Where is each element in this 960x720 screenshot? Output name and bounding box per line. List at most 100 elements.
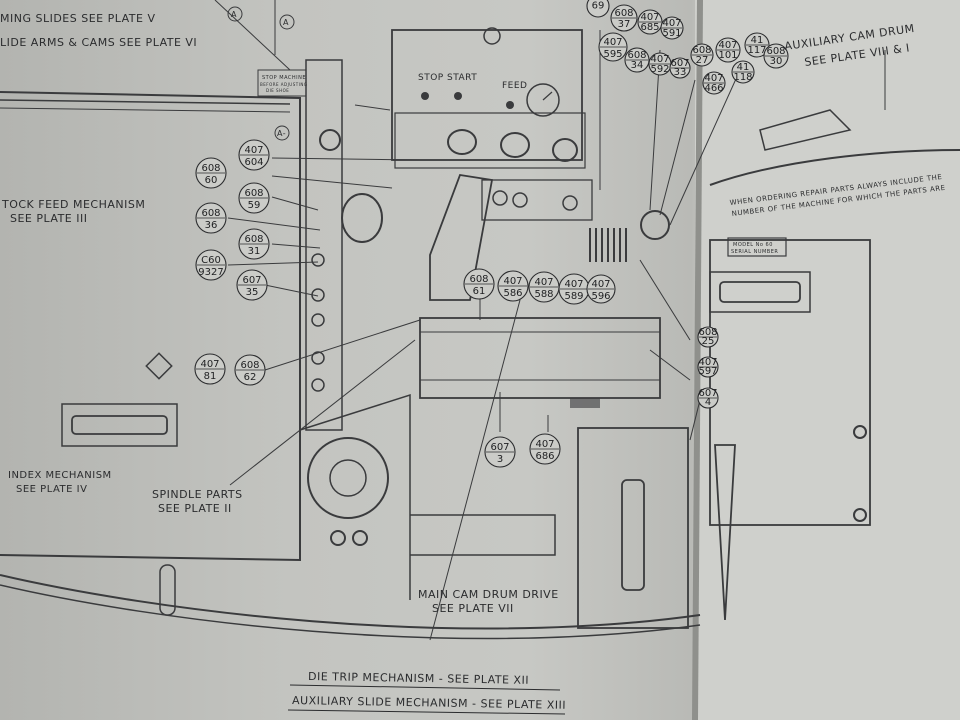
callout-number: 407 <box>244 145 263 156</box>
start-button-knob <box>454 92 462 100</box>
left-housing-outline <box>0 91 301 562</box>
label-forming-slides: MING SLIDES SEE PLATE V <box>0 12 156 25</box>
section-mark-3: A- <box>277 129 286 138</box>
callout-number: 41 <box>751 35 764 46</box>
callout-number: 41 <box>737 62 750 73</box>
callout-part-number: 30 <box>770 56 783 67</box>
callout-number: 407 <box>535 439 554 450</box>
label-spindle: SPINDLE PARTS <box>152 488 243 501</box>
panel-bolt-2 <box>853 508 867 522</box>
callout-part-number: 60 <box>205 175 218 186</box>
section-mark-1: A <box>231 10 237 19</box>
callout-part-number: 9327 <box>198 267 223 278</box>
callout-number: 69 <box>592 0 605 11</box>
callout-number: 407 <box>662 18 681 29</box>
feed-dial <box>526 83 560 117</box>
model-plate-line-2: SERIAL NUMBER <box>731 249 778 255</box>
callout-number: 608 <box>766 46 785 57</box>
callout-part-number: 596 <box>591 291 610 302</box>
drive-shaft <box>410 514 556 556</box>
housing-rail-2 <box>0 107 291 113</box>
callout-part-number: 81 <box>204 371 217 382</box>
knurled-nut <box>570 398 600 408</box>
label-stock-feed: TOCK FEED MECHANISM <box>1 198 145 211</box>
panel-start: START <box>447 73 477 83</box>
column-bolt-1 <box>311 253 325 267</box>
callout-number: 407 <box>200 359 219 370</box>
callout-part-number: 36 <box>205 220 218 231</box>
callout-69: 69 <box>586 0 610 18</box>
feed-spring <box>589 228 627 262</box>
callout-bubble <box>586 0 610 18</box>
right-access-panel <box>709 271 811 313</box>
control-head <box>391 29 583 161</box>
main-cam-block <box>419 317 661 399</box>
callout-part-number: 33 <box>674 67 687 78</box>
drum-bolt-1 <box>330 530 346 546</box>
callout-number: 608 <box>240 360 259 371</box>
base-curve <box>0 574 701 630</box>
callout-part-number: 61 <box>473 286 486 297</box>
underline-die-trip <box>289 684 561 691</box>
callout-number: 407 <box>718 40 737 51</box>
panel-bolt-1 <box>853 425 867 439</box>
panel-feed: FEED <box>502 81 527 91</box>
callout-part-number: 118 <box>733 72 752 83</box>
stop-machine-tag <box>257 69 307 97</box>
top-knob <box>483 27 501 45</box>
callout-part-number: 62 <box>244 372 257 383</box>
base-curve-inner <box>0 584 701 640</box>
angled-plate <box>429 173 494 301</box>
right-side-panel <box>709 239 871 526</box>
label-stock-feed-plate: SEE PLATE III <box>10 212 87 225</box>
callout-part-number: 35 <box>246 287 259 298</box>
callout-number: 608 <box>469 274 488 285</box>
callout-part-number: 685 <box>640 22 659 33</box>
callout-part-number: 591 <box>662 28 681 39</box>
carriage-screw-2 <box>512 192 528 208</box>
callout-part-number: 37 <box>618 19 631 30</box>
spindle-bracket <box>299 393 411 600</box>
callout-number: C60 <box>201 255 221 266</box>
label-index: INDEX MECHANISM <box>8 470 112 481</box>
label-spindle-plate: SEE PLATE II <box>158 502 232 515</box>
right-access-slot <box>719 281 801 303</box>
callout-part-number: 3 <box>497 454 503 465</box>
callout-part-number: 586 <box>503 288 522 299</box>
spindle-drum-hub <box>329 459 367 497</box>
spindle-housing <box>394 112 586 169</box>
model-plate <box>727 237 787 257</box>
callout-number: 608 <box>201 208 220 219</box>
stock-feed-column <box>305 59 343 431</box>
callout-number: 407 <box>564 279 583 290</box>
panel-stop: STOP <box>418 73 444 83</box>
callout-number: 608 <box>698 327 717 338</box>
aux-cam-lid <box>759 109 852 151</box>
callout-number: 608 <box>692 45 711 56</box>
section-mark-circle-3 <box>274 125 290 141</box>
stop-machine-line-3: DIE SHOE <box>266 88 289 93</box>
feed-dial-needle <box>542 91 553 101</box>
column-bolt-4 <box>311 351 325 365</box>
callout-number: 407 <box>503 276 522 287</box>
callout-number: 407 <box>603 37 622 48</box>
drive-gear <box>640 210 670 240</box>
callout-number: 407 <box>698 357 717 368</box>
